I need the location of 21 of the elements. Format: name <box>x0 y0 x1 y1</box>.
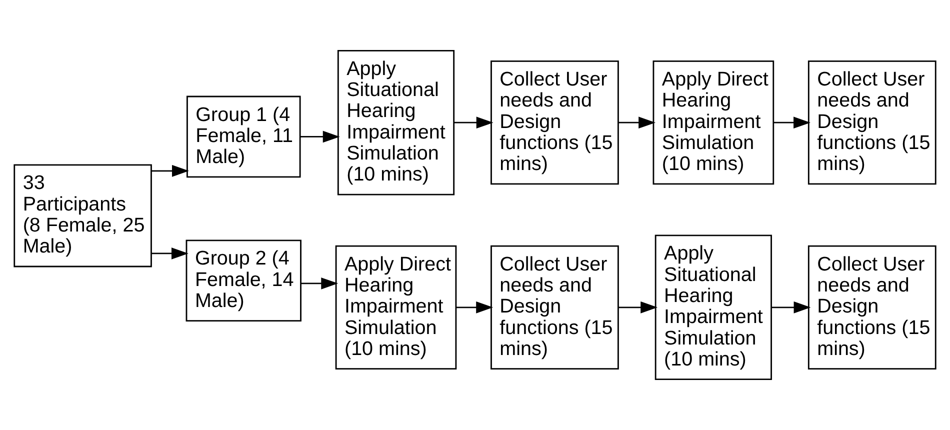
node-box: Collect User needs and Design functions (15 mins) <box>490 60 619 185</box>
node-box: Group 2 (4 Female, 14 Male) <box>186 240 302 322</box>
node-box: Group 1 (4 Female, 11 Male) <box>186 96 301 178</box>
arrow <box>454 116 494 129</box>
node-box: Apply Situational Hearing Impairment Simulation (10 mins) <box>337 50 455 196</box>
arrow <box>151 248 188 260</box>
node-box: Apply Direct Hearing Impairment Simulation (10 mins) <box>335 245 457 370</box>
node-box: Collect User needs and Design functions (15 mins) <box>490 245 619 370</box>
node-box: Collect User needs and Design functions (15 mins) <box>808 245 936 370</box>
node-box: Apply Situational Hearing Impairment Simulation (10 mins) <box>654 234 772 380</box>
node-box: Apply Direct Hearing Impairment Simulation (10 mins) <box>652 60 774 185</box>
node-box: Collect User needs and Design functions (15 mins) <box>808 60 936 185</box>
arrow <box>456 301 494 314</box>
arrow <box>772 301 811 314</box>
arrow <box>618 116 656 129</box>
node-box: 33 Participants (8 Female, 25 Male) <box>14 164 152 268</box>
arrow <box>618 301 658 314</box>
arrow <box>300 130 340 143</box>
arrow <box>151 164 189 177</box>
arrow <box>773 116 810 129</box>
arrow <box>300 278 338 290</box>
